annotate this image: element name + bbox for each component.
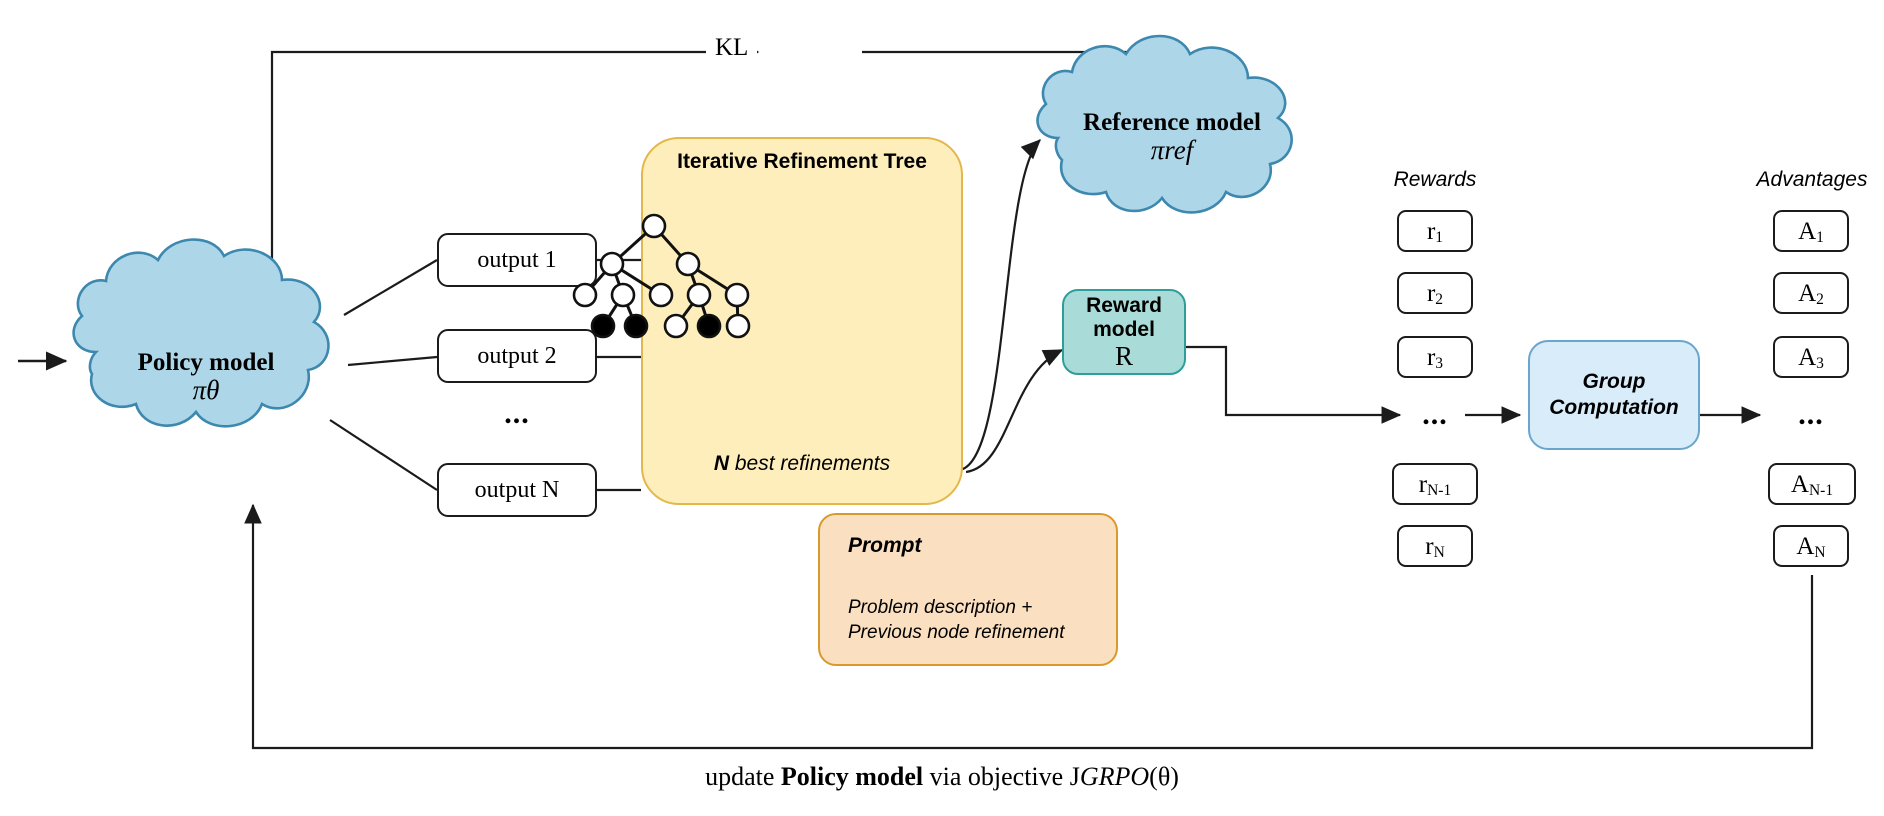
tree-node-l3a xyxy=(590,313,616,339)
prompt-body-line2: Previous node refinement xyxy=(848,622,1065,644)
kl-label: KL xyxy=(706,34,816,62)
footer-bold: Policy model xyxy=(780,762,924,791)
reward-chip-1-label: r1 xyxy=(1426,217,1444,246)
tree-node-l2a xyxy=(572,282,598,308)
tree-node-l1a xyxy=(599,251,625,277)
prompt-title-text: Prompt xyxy=(848,534,922,557)
reward-chip-2-label: r2 xyxy=(1426,279,1444,308)
reward-chip-n-1[interactable]: rN-1 xyxy=(1392,463,1478,505)
prompt-body-line1: Problem description + xyxy=(848,597,1033,618)
refinement-tree-graphic xyxy=(572,213,751,339)
reference-model-cloud xyxy=(1036,34,1293,214)
reference-model-symbol: πref xyxy=(1150,135,1194,166)
advantage-chip-n-1[interactable]: AN-1 xyxy=(1768,463,1856,505)
rewards-ellipsis-text: ... xyxy=(1422,398,1448,431)
reward-model-title: Reward model xyxy=(1086,293,1162,341)
kl-label-text: KL xyxy=(706,34,758,61)
advantage-chip-3[interactable]: A3 xyxy=(1773,336,1849,378)
reward-chip-3[interactable]: r3 xyxy=(1397,336,1473,378)
tree-node-l3e xyxy=(725,313,751,339)
tree-panel-title: Iterative Refinement Tree xyxy=(641,150,963,174)
group-computation-label: Group Computation xyxy=(1549,369,1678,422)
footer-caption: update Policy model via objective JGRPO(… xyxy=(0,762,1884,792)
advantage-chip-1[interactable]: A1 xyxy=(1773,210,1849,252)
policy-model-cloud xyxy=(72,238,330,428)
tree-to-reward-arrow xyxy=(965,349,1064,474)
reward-chip-1[interactable]: r1 xyxy=(1397,210,1473,252)
reward-chip-3-label: r3 xyxy=(1426,343,1444,372)
policy-model-label-group: Policy model πθ xyxy=(96,349,316,406)
output-box-2-label: output 2 xyxy=(477,343,557,369)
tree-node-l3b xyxy=(623,313,649,339)
reward-chip-n-1-label: rN-1 xyxy=(1418,470,1452,499)
reward-to-rewards-arrow xyxy=(1186,345,1402,424)
policy-to-output1 xyxy=(343,259,438,316)
advantages-header: Advantages xyxy=(1740,168,1884,192)
group-computation-panel[interactable]: Group Computation xyxy=(1528,340,1700,450)
reward-chip-n[interactable]: rN xyxy=(1397,525,1473,567)
advantages-ellipsis: ... xyxy=(1773,398,1849,432)
outputs-ellipsis: ... xyxy=(437,397,597,431)
rewards-header-text: Rewards xyxy=(1393,168,1477,191)
advantage-chip-2-label: A2 xyxy=(1798,279,1824,308)
reference-model-title: Reference model xyxy=(1083,109,1261,136)
tree-node-l3c xyxy=(663,313,689,339)
tree-node-l2c xyxy=(648,282,674,308)
update-feedback-arrow xyxy=(244,503,1814,750)
kl-line-left xyxy=(270,43,760,275)
reference-model-label-group: Reference model πref xyxy=(1058,109,1286,166)
advantages-ellipsis-text: ... xyxy=(1798,398,1824,431)
policy-model-symbol: πθ xyxy=(192,375,220,406)
footer-pre: update xyxy=(705,762,781,791)
footer-italic: GRPO xyxy=(1079,762,1150,791)
group-computation-line1: Group xyxy=(1582,369,1646,393)
footer-suffix: (θ) xyxy=(1149,762,1179,791)
rewards-ellipsis: ... xyxy=(1397,398,1473,432)
footer-mid: via objective J xyxy=(923,762,1080,791)
reward-model-panel[interactable]: Reward model R xyxy=(1062,289,1186,375)
output-box-2[interactable]: output 2 xyxy=(437,329,597,383)
policy-model-title: Policy model xyxy=(137,349,275,376)
reward-chip-n-label: rN xyxy=(1425,532,1445,561)
reward-chip-2[interactable]: r2 xyxy=(1397,272,1473,314)
tree-caption-rest: best refinements xyxy=(729,452,891,475)
policy-to-outputN xyxy=(329,419,438,491)
advantage-chip-2[interactable]: A2 xyxy=(1773,272,1849,314)
output-box-n[interactable]: output N xyxy=(437,463,597,517)
prompt-title: Prompt xyxy=(848,534,922,558)
tree-node-root xyxy=(641,213,667,239)
rewards-header: Rewards xyxy=(1375,168,1495,192)
output-box-1[interactable]: output 1 xyxy=(437,233,597,287)
prompt-panel xyxy=(818,513,1118,666)
group-computation-line2: Computation xyxy=(1549,396,1679,419)
tree-caption-bold: N xyxy=(713,452,730,475)
tree-node-l2e xyxy=(724,282,750,308)
tree-panel-title-text: Iterative Refinement Tree xyxy=(677,150,927,173)
advantage-chip-3-label: A3 xyxy=(1798,343,1824,372)
prompt-body: Problem description + Previous node refi… xyxy=(848,595,1108,645)
tree-nodes xyxy=(572,213,751,339)
output-box-1-label: output 1 xyxy=(477,247,557,273)
advantage-chip-n-label: AN xyxy=(1796,532,1826,561)
advantage-chip-n-1-label: AN-1 xyxy=(1790,470,1834,499)
policy-to-output2 xyxy=(347,355,438,367)
output-box-n-label: output N xyxy=(474,477,560,503)
advantages-header-text: Advantages xyxy=(1756,168,1868,191)
tree-panel-caption: N best refinements xyxy=(641,452,963,476)
tree-to-reference-arrow xyxy=(959,139,1041,472)
iterative-refinement-tree-panel xyxy=(641,137,963,505)
reward-model-symbol: R xyxy=(1114,340,1133,371)
tree-edges xyxy=(583,224,740,327)
advantage-chip-n[interactable]: AN xyxy=(1773,525,1849,567)
tree-node-l2d xyxy=(686,282,712,308)
outputs-ellipsis-text: ... xyxy=(504,397,530,430)
advantage-chip-1-label: A1 xyxy=(1798,217,1824,246)
tree-node-l3d xyxy=(696,313,722,339)
tree-node-l2b xyxy=(610,282,636,308)
tree-node-l1b xyxy=(675,251,701,277)
